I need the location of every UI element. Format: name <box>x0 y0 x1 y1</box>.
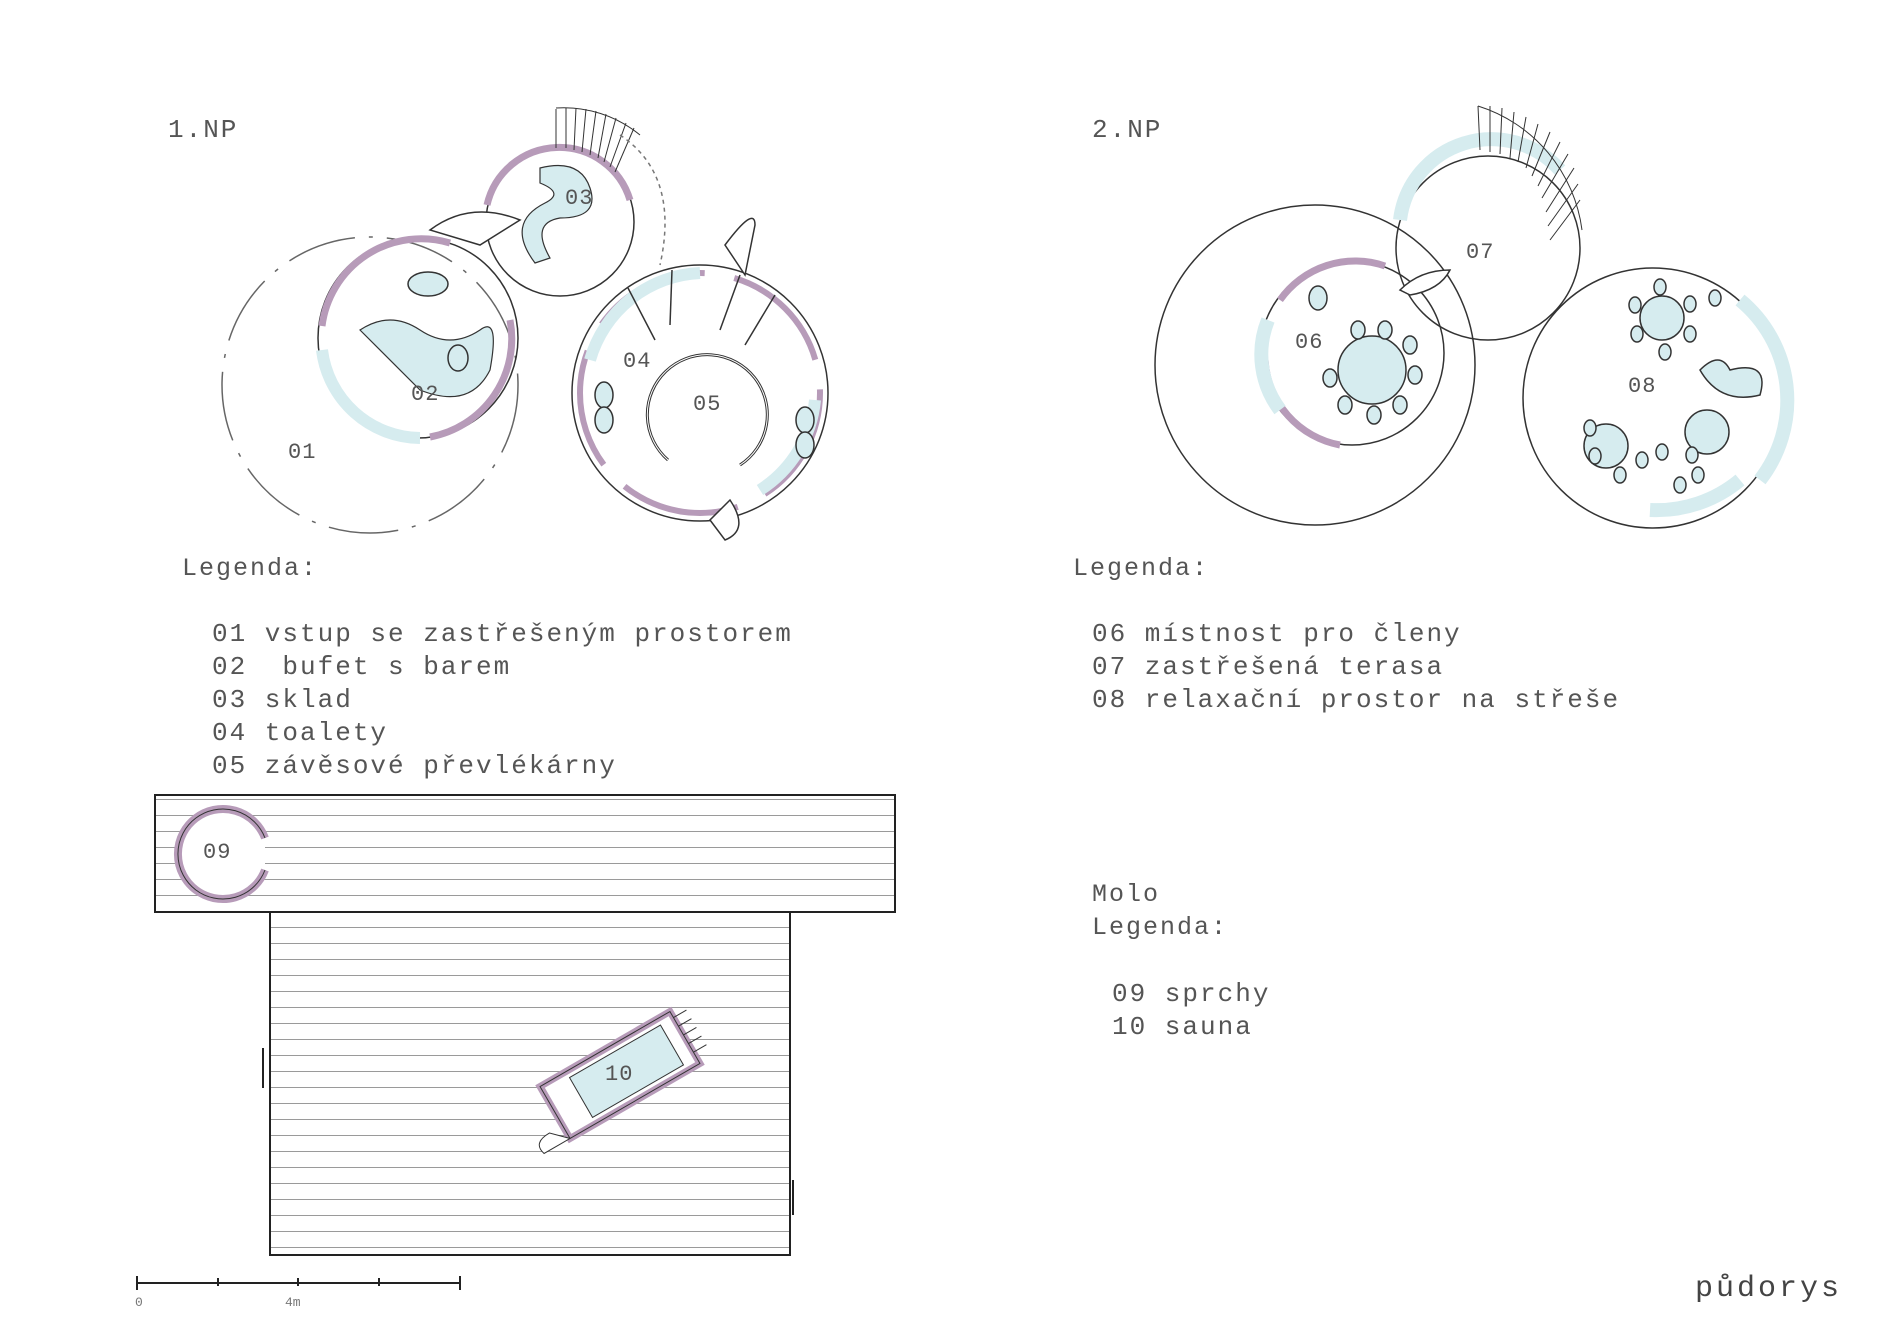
floor2-left-terrace <box>1154 204 1476 526</box>
room-label-01: 01 <box>288 440 316 465</box>
floor1-title: 1.NP <box>168 115 239 145</box>
scale-bar <box>136 1276 461 1290</box>
scale-4m-label: 4m <box>285 1295 301 1310</box>
legend-item-04: 04 toalety <box>212 718 389 748</box>
legend-item-02: 02 bufet s barem <box>212 652 512 682</box>
floor2-legend-title: Legenda: <box>1073 554 1210 583</box>
molo-title: Molo <box>1092 880 1161 909</box>
room-label-06: 06 <box>1295 330 1323 355</box>
room-07-outline <box>1395 155 1581 341</box>
sheet-title: půdorys <box>1695 1272 1843 1306</box>
legend-item-05: 05 závěsové převlékárny <box>212 751 617 781</box>
room-label-08: 08 <box>1628 374 1656 399</box>
molo-legend: 09 sprchy 10 sauna <box>1112 978 1270 1044</box>
legend-item-03: 03 sklad <box>212 685 353 715</box>
room-04-05-outline <box>571 264 829 522</box>
pier-main-deck <box>269 911 791 1256</box>
molo-plan: 09 10 <box>154 794 896 1256</box>
room-label-04: 04 <box>623 349 651 374</box>
room-02-wall <box>318 235 452 327</box>
floor2-legend: 06 místnost pro členy 07 zastřešená tera… <box>1092 618 1620 717</box>
room-label-10: 10 <box>605 1062 633 1087</box>
floor2-title: 2.NP <box>1092 115 1163 145</box>
room-label-05: 05 <box>693 392 721 417</box>
legend-item-10: 10 sauna <box>1112 1012 1253 1042</box>
room-label-03: 03 <box>565 186 593 211</box>
floor1-plan: 01 02 03 04 05 <box>221 107 829 541</box>
molo-legend-title: Legenda: <box>1092 913 1229 942</box>
floor1-legend: 01 vstup se zastřešeným prostorem 02 buf… <box>212 618 793 783</box>
sauna-10 <box>535 1006 707 1155</box>
room-01-outline <box>221 236 519 534</box>
legend-item-06: 06 místnost pro členy <box>1092 619 1462 649</box>
legend-item-09: 09 sprchy <box>1112 979 1271 1009</box>
scale-zero-label: 0 <box>135 1295 143 1310</box>
pier-top-deck <box>154 794 896 913</box>
room-label-02: 02 <box>411 382 439 407</box>
legend-item-08: 08 relaxační prostor na střeše <box>1092 685 1621 715</box>
floor2-plan: 07 06 08 <box>1154 105 1795 529</box>
room-label-09: 09 <box>203 840 231 865</box>
legend-item-01: 01 vstup se zastřešeným prostorem <box>212 619 793 649</box>
legend-item-07: 07 zastřešená terasa <box>1092 652 1445 682</box>
room-label-07: 07 <box>1466 240 1494 265</box>
floor1-legend-title: Legenda: <box>182 554 319 583</box>
